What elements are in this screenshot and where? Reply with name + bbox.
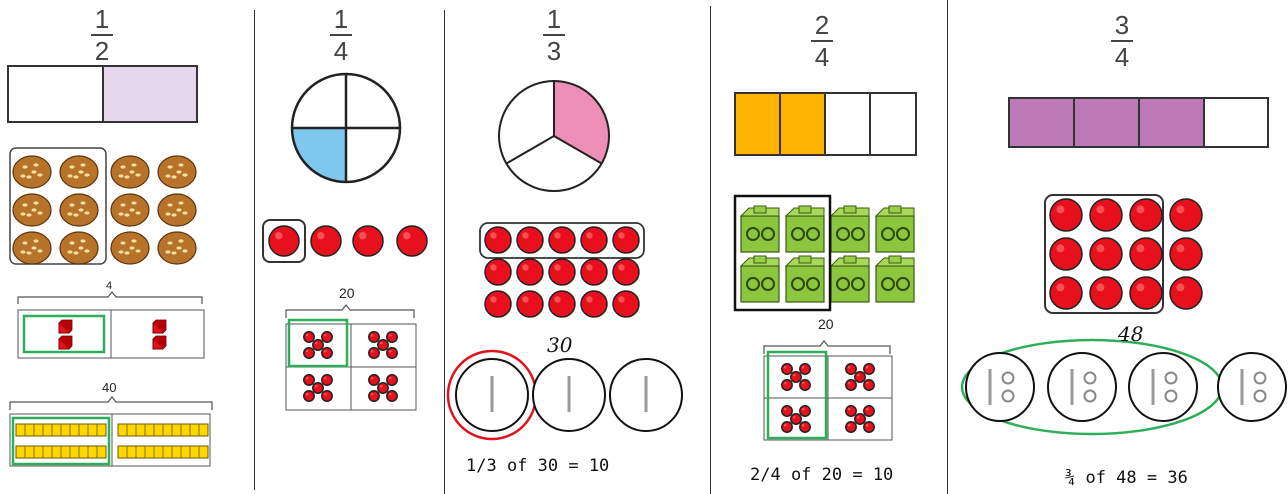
red-counter (1130, 277, 1162, 309)
equation-caption: ¾ of 48 = 36 (1065, 468, 1188, 488)
bar-part-shaded (1074, 98, 1139, 147)
bar-part-shaded (1139, 98, 1204, 147)
place-value-disc (1129, 353, 1197, 421)
red-counter (1130, 238, 1162, 270)
red-counter (1090, 277, 1122, 309)
place-value-disc (966, 353, 1034, 421)
place-value-disc (1218, 353, 1286, 421)
red-counter (1050, 277, 1082, 309)
red-counter (1170, 199, 1202, 231)
red-counter (1170, 277, 1202, 309)
red-counter (1090, 238, 1122, 270)
red-counter (1090, 199, 1122, 231)
red-counter (1130, 199, 1162, 231)
red-counter (1050, 238, 1082, 270)
bar-part-shaded (1009, 98, 1074, 147)
red-counter (1170, 238, 1202, 270)
place-value-disc (1048, 353, 1116, 421)
bar-part (1204, 98, 1268, 147)
red-counter (1050, 199, 1082, 231)
total-label: 48 (1118, 322, 1143, 346)
